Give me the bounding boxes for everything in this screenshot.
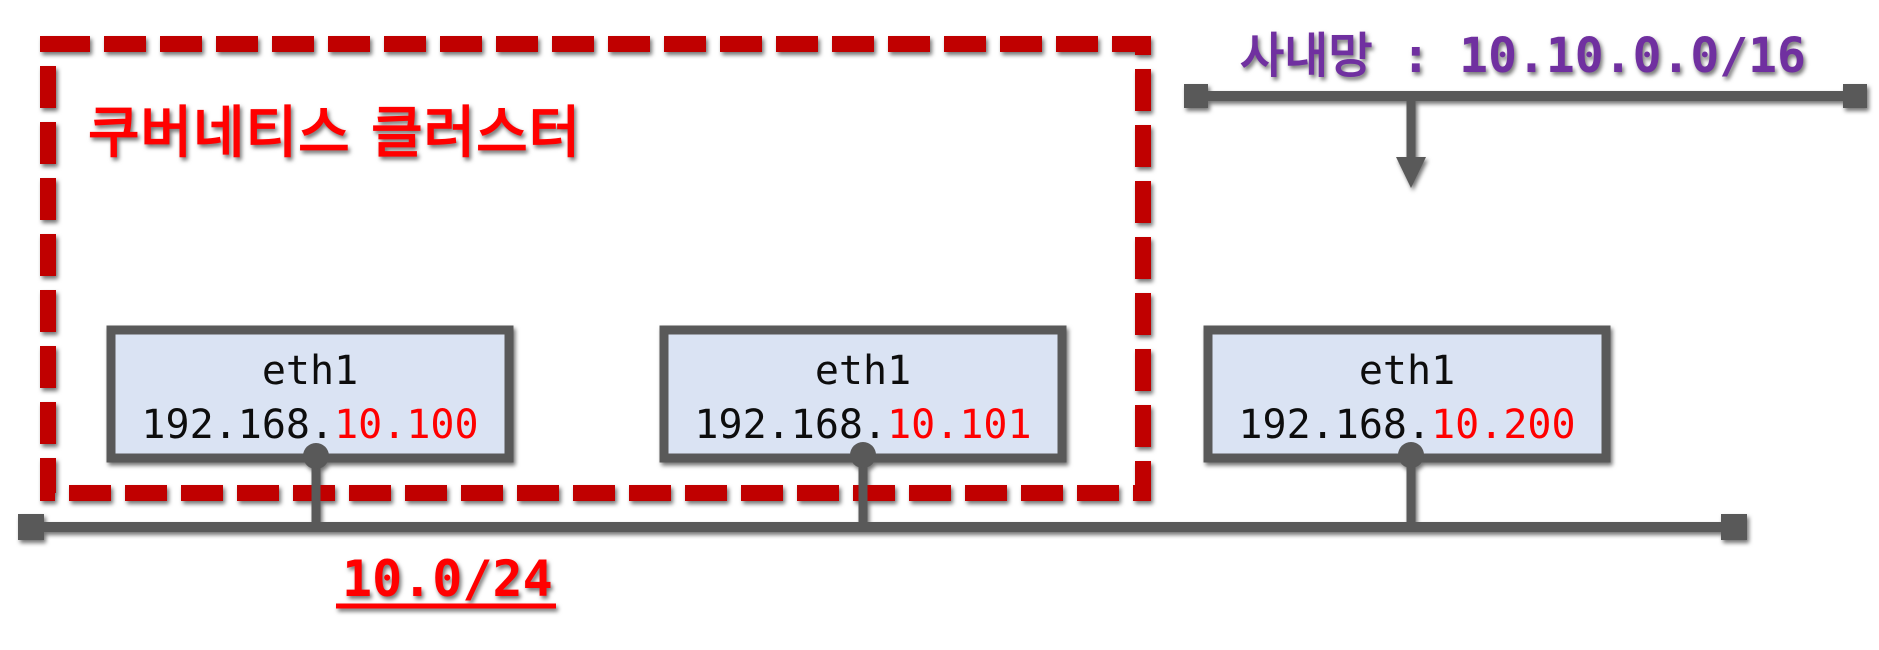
node-box-2: eth1 192.168.10.101 (659, 325, 1067, 532)
interface-label: eth1 (1359, 348, 1455, 394)
lan-bus-endpoint-left (18, 514, 44, 540)
lan-network-label: 10.0/24 (342, 550, 553, 608)
ip-address-label: 192.168.10.101 (694, 402, 1031, 448)
node-box-1: eth1 192.168.10.100 (106, 325, 514, 532)
cluster-dashed-border (40, 36, 1151, 501)
ip-prefix: 192.168. (141, 402, 334, 448)
cluster-title: 쿠버네티스 클러스터 (88, 101, 581, 166)
port-dot (1398, 442, 1424, 468)
port-dot (850, 442, 876, 468)
ip-address-label: 192.168.10.200 (1238, 402, 1575, 448)
node-network-group: 10.0/24 (18, 514, 1747, 609)
interface-label: eth1 (815, 348, 911, 394)
nic-box (659, 325, 1067, 463)
ip-prefix: 192.168. (1238, 402, 1431, 448)
ip-suffix: 10.100 (334, 402, 479, 448)
ip-prefix: 192.168. (694, 402, 887, 448)
kubernetes-cluster-group: 쿠버네티스 클러스터 (40, 36, 1151, 501)
interface-label: eth1 (262, 348, 358, 394)
node-box-3: eth1 192.168.10.200 (1203, 325, 1611, 532)
arrow-down-icon (1396, 157, 1426, 188)
corp-network-group: 사내망 : 10.10.0.0/16 (1184, 28, 1867, 188)
lan-bus-endpoint-right (1721, 514, 1747, 540)
corp-network-label: 사내망 : 10.10.0.0/16 (1240, 28, 1806, 84)
port-dot (303, 443, 329, 469)
ip-address-label: 192.168.10.100 (141, 402, 478, 448)
corp-bus-endpoint-left (1184, 84, 1208, 108)
nic-box (1203, 325, 1611, 463)
corp-bus-endpoint-right (1843, 84, 1867, 108)
ip-suffix: 10.101 (887, 402, 1032, 448)
ip-suffix: 10.200 (1431, 402, 1576, 448)
